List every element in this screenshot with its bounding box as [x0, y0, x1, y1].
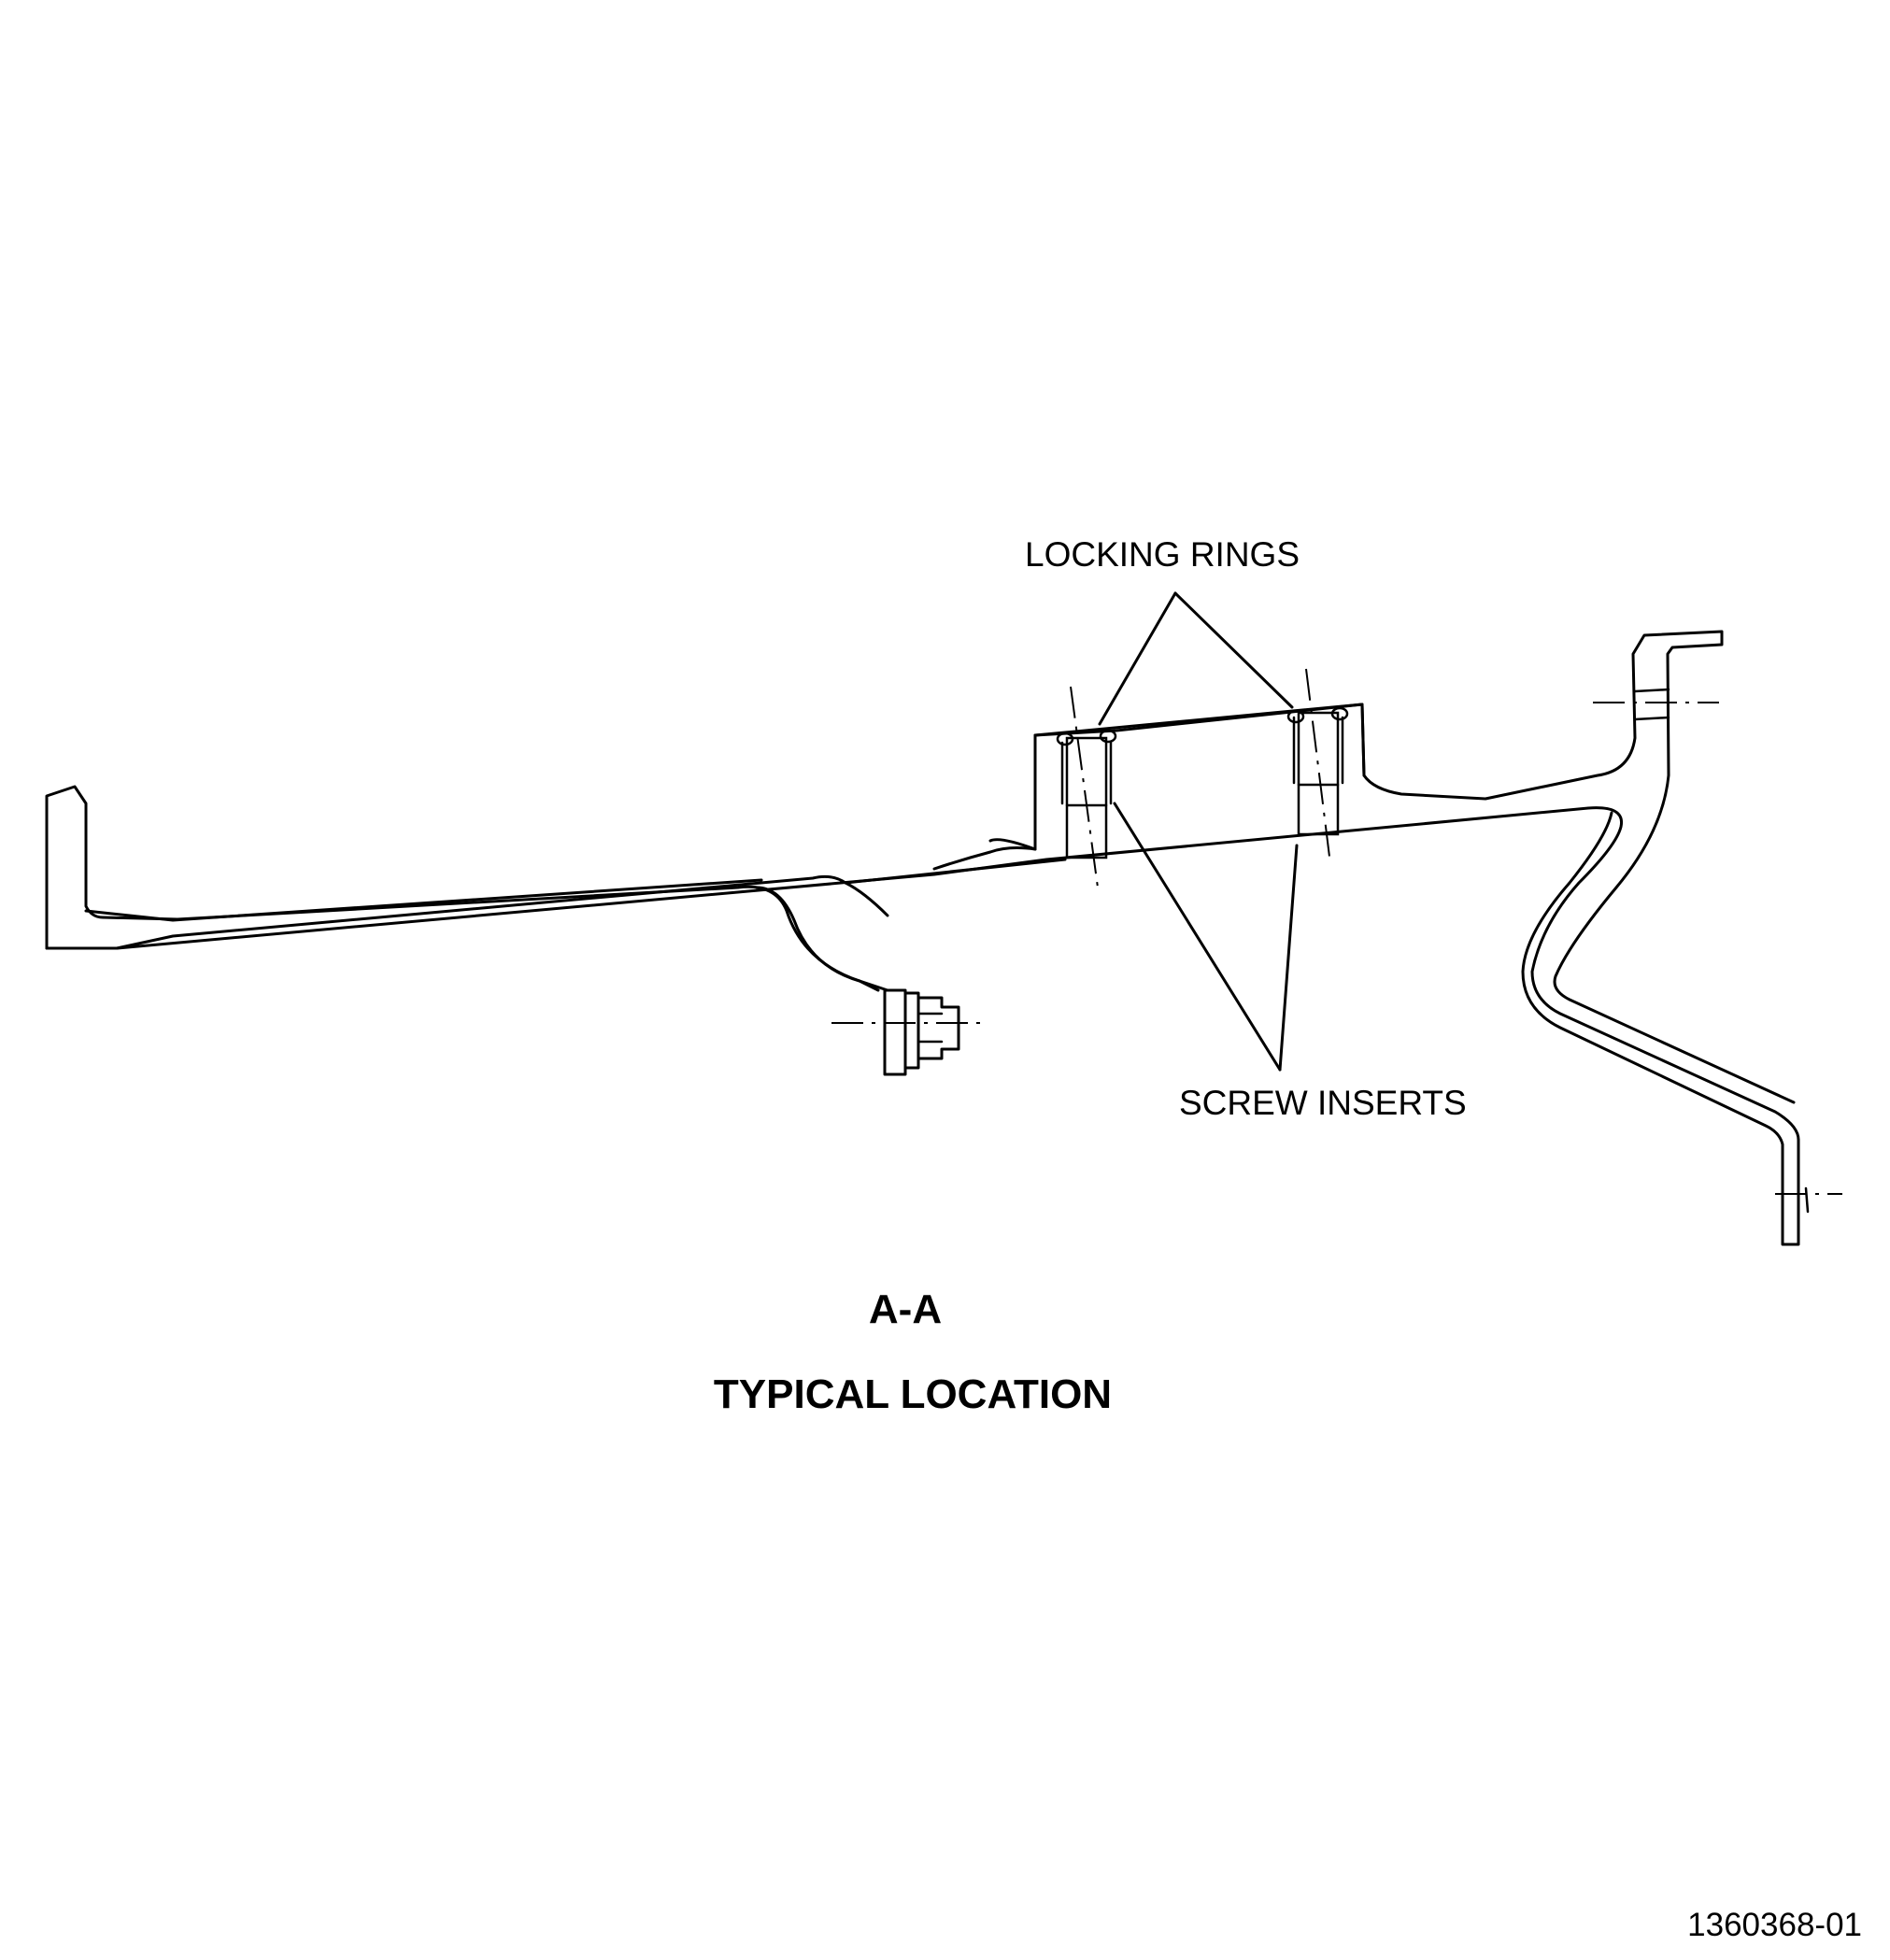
locking-ring-left: [1056, 729, 1117, 746]
left-fastener: [883, 988, 960, 1076]
section-view-label: A-A: [869, 1286, 942, 1332]
locking-ring-right: [1286, 706, 1349, 724]
screw-inserts-leaders: [1113, 802, 1299, 1072]
part-section-outline: [45, 630, 1810, 1246]
screw-insert-right: [1292, 711, 1344, 836]
figure-number: 1360368-01: [1687, 1907, 1862, 1943]
screw-inserts-label: SCREW INSERTS: [1179, 1084, 1467, 1122]
locking-rings-label: LOCKING RINGS: [1025, 535, 1300, 574]
lower-bar: [84, 878, 763, 922]
locking-rings-leaders: [1098, 591, 1294, 726]
screw-insert-left: [1060, 736, 1113, 859]
section-caption: TYPICAL LOCATION: [714, 1371, 1112, 1417]
center-lines: [831, 668, 1842, 1195]
